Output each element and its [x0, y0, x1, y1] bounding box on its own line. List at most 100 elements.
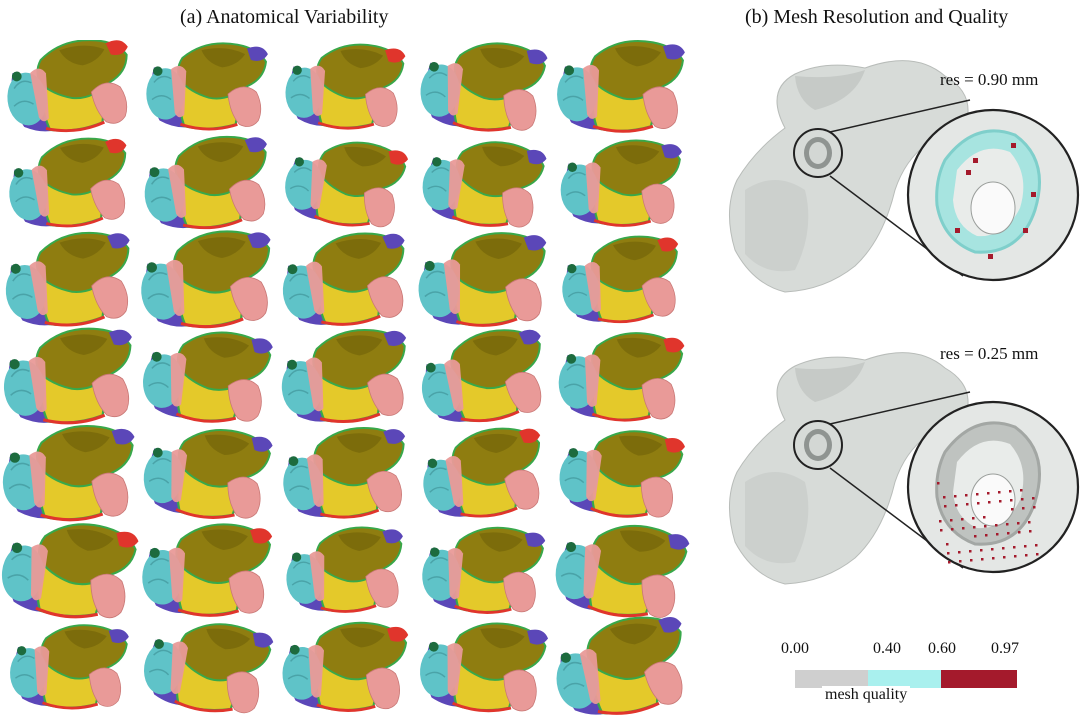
quality-marker	[965, 494, 968, 497]
quality-marker	[1033, 506, 1036, 509]
atrium-model	[143, 331, 273, 423]
quality-marker	[940, 529, 943, 532]
quality-marker	[1031, 192, 1036, 197]
atrium-model	[144, 135, 267, 230]
atrium-model	[1, 523, 139, 619]
colorbar-label: mesh quality	[822, 686, 911, 704]
quality-marker	[939, 520, 942, 523]
quality-marker	[980, 549, 983, 552]
quality-marker	[1011, 143, 1016, 148]
quality-marker	[992, 557, 995, 560]
colorbar-tick: 0.00	[781, 640, 809, 657]
quality-marker	[988, 501, 991, 504]
atrium-model	[556, 616, 683, 715]
quality-marker	[1024, 545, 1027, 548]
colorbar-tick: 0.40	[873, 640, 901, 657]
quality-marker	[966, 170, 971, 175]
quality-marker	[1021, 498, 1024, 501]
quality-marker	[970, 559, 973, 562]
quality-marker	[1035, 544, 1038, 547]
quality-marker	[977, 502, 980, 505]
panel-b-title: (b) Mesh Resolution and Quality	[745, 6, 1009, 28]
quality-marker	[1018, 531, 1021, 534]
atrium-model	[555, 524, 690, 618]
resolution-label-fine: res = 0.25 mm	[940, 344, 1039, 363]
atrium-model	[283, 427, 406, 519]
quality-marker	[999, 500, 1002, 503]
quality-marker	[973, 158, 978, 163]
atrium-model	[9, 137, 127, 228]
quality-marker	[983, 516, 986, 519]
atrium-model	[421, 329, 542, 423]
quality-marker	[943, 496, 946, 499]
colorbar-tick: 0.60	[928, 640, 956, 657]
atrium-model	[143, 429, 273, 519]
quality-marker	[954, 495, 957, 498]
quality-marker	[987, 492, 990, 495]
colorbar-mid-segment	[868, 670, 941, 688]
quality-marker	[1009, 490, 1012, 493]
quality-marker	[969, 550, 972, 553]
quality-marker	[1006, 523, 1009, 526]
quality-marker	[1010, 499, 1013, 502]
colorbar-low-segment	[795, 670, 868, 688]
quality-marker	[998, 491, 1001, 494]
mesh-view-fine	[728, 352, 1080, 585]
quality-marker	[973, 526, 976, 529]
atrium-model	[420, 622, 549, 713]
quality-marker	[1011, 508, 1014, 511]
quality-marker	[959, 560, 962, 563]
quality-marker	[1023, 228, 1028, 233]
quality-marker	[1017, 522, 1020, 525]
quality-marker	[1025, 554, 1028, 557]
anatomy-grid	[1, 40, 690, 715]
quality-marker	[1029, 530, 1032, 533]
quality-marker	[1014, 555, 1017, 558]
atrium-model	[422, 141, 547, 228]
quality-marker	[984, 525, 987, 528]
atrium-model	[420, 42, 548, 132]
quality-marker	[950, 519, 953, 522]
quality-marker	[976, 493, 979, 496]
atrium-model	[143, 623, 274, 714]
quality-marker	[1032, 497, 1035, 500]
atrium-model	[559, 430, 685, 518]
atrium-model	[558, 332, 685, 422]
quality-marker	[958, 551, 961, 554]
colorbar-tick: 0.97	[991, 640, 1019, 657]
atrium-model	[285, 141, 409, 228]
atrium-model	[281, 328, 407, 424]
mesh-quality-colorbar: 0.00 0.40 0.60 0.97	[781, 640, 1019, 690]
quality-marker	[1003, 556, 1006, 559]
quality-marker	[972, 517, 975, 520]
atrium-model	[5, 231, 130, 327]
quality-marker	[1013, 546, 1016, 549]
quality-marker	[944, 505, 947, 508]
atrium-model	[282, 621, 409, 712]
atrium-model	[146, 42, 268, 131]
mesh-quality-panel	[728, 60, 1080, 585]
quality-marker	[981, 558, 984, 561]
atrium-model	[7, 40, 128, 133]
atrium-model	[560, 139, 682, 227]
atrium-model	[141, 230, 271, 329]
quality-marker	[955, 228, 960, 233]
resolution-label-coarse: res = 0.90 mm	[940, 70, 1039, 89]
quality-marker	[955, 504, 958, 507]
atrium-model	[423, 427, 541, 518]
quality-marker	[948, 561, 951, 564]
atrium-model	[562, 235, 679, 324]
quality-marker	[995, 524, 998, 527]
atrium-model	[142, 523, 273, 617]
quality-marker	[962, 527, 965, 530]
quality-marker	[937, 482, 940, 485]
mesh-view-coarse	[728, 60, 1080, 293]
atrium-model	[422, 526, 546, 614]
quality-marker	[1036, 553, 1039, 556]
atrium-model	[2, 424, 135, 522]
quality-marker	[1028, 521, 1031, 524]
quality-marker	[1007, 532, 1010, 535]
atrium-model	[418, 232, 547, 327]
atrium-model	[285, 43, 406, 130]
quality-marker	[996, 533, 999, 536]
